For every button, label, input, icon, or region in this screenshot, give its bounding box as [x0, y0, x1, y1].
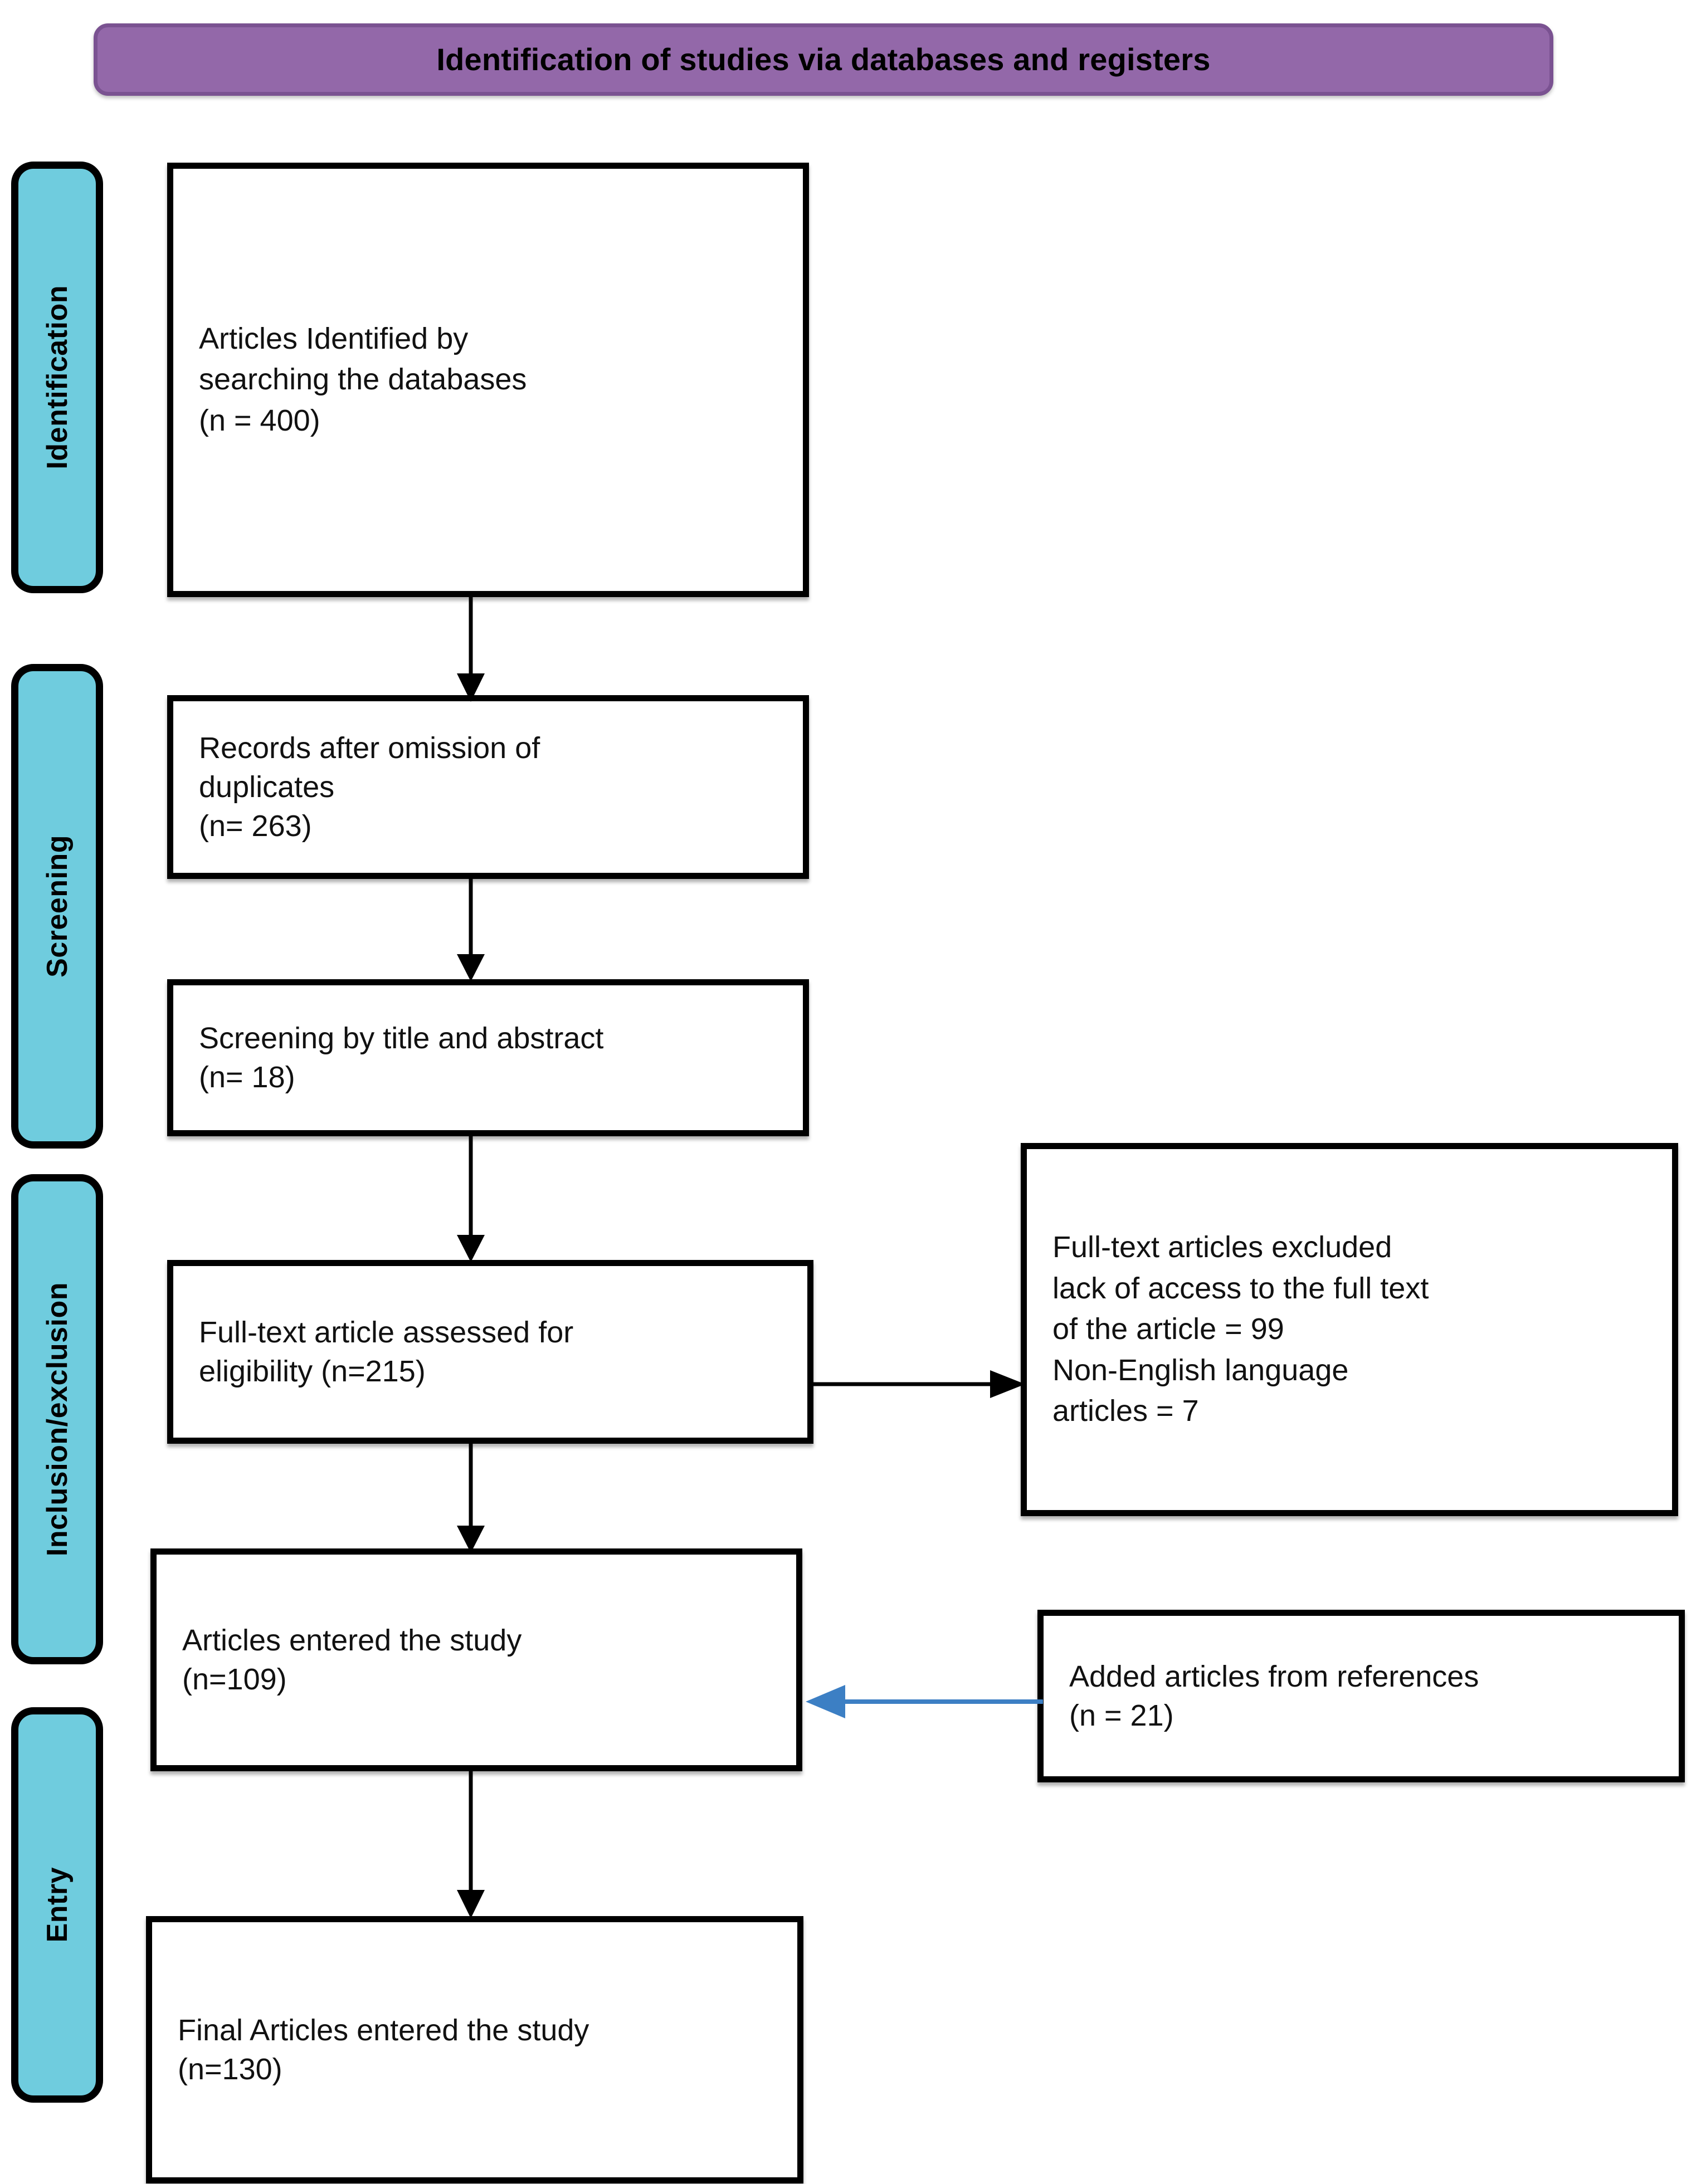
diagram-title-banner: Identification of studies via databases … — [94, 23, 1553, 96]
stage-pill-entry: Entry — [11, 1707, 103, 2103]
stage-label-inclusion-exclusion: Inclusion/exclusion — [41, 1282, 74, 1557]
flow-box-fulltext-excluded: Full-text articles excluded lack of acce… — [1021, 1143, 1678, 1516]
stage-label-screening: Screening — [41, 835, 74, 978]
flow-box-final-articles-entered-study: Final Articles entered the study (n=130) — [146, 1916, 803, 2183]
stage-label-identification: Identification — [41, 285, 74, 470]
flow-box-fulltext-eligibility-text: Full-text article assessed for eligibili… — [199, 1315, 574, 1388]
flow-box-added-articles-references: Added articles from references (n = 21) — [1037, 1610, 1685, 1782]
arrow-fulltext-to-entered-icon — [440, 1440, 501, 1555]
arrow-added-references-to-entered-icon — [798, 1671, 1043, 1732]
arrow-fulltext-to-excluded-icon — [809, 1354, 1030, 1415]
arrow-screening-to-fulltext-icon — [440, 1133, 501, 1264]
flow-box-articles-entered-study: Articles entered the study (n=109) — [150, 1548, 802, 1771]
flow-box-records-after-duplicates: Records after omission of duplicates (n=… — [167, 695, 809, 879]
flow-box-articles-identified-text: Articles Identified by searching the dat… — [199, 321, 527, 437]
flow-box-records-after-duplicates-text: Records after omission of duplicates (n=… — [199, 731, 540, 843]
arrow-identified-to-duplicates-icon — [440, 593, 501, 704]
flow-box-screening-title-abstract-text: Screening by title and abstract (n= 18) — [199, 1021, 604, 1094]
flow-box-fulltext-eligibility: Full-text article assessed for eligibili… — [167, 1260, 813, 1444]
stage-pill-inclusion-exclusion: Inclusion/exclusion — [11, 1174, 103, 1664]
flow-box-articles-identified: Articles Identified by searching the dat… — [167, 163, 809, 597]
stage-pill-identification: Identification — [11, 162, 103, 593]
flow-box-final-articles-entered-study-text: Final Articles entered the study (n=130) — [178, 2013, 589, 2086]
stage-label-entry: Entry — [41, 1867, 74, 1943]
arrow-duplicates-to-screening-icon — [440, 876, 501, 984]
flow-box-added-articles-references-text: Added articles from references (n = 21) — [1069, 1659, 1479, 1732]
arrow-entered-to-final-icon — [440, 1769, 501, 1921]
flow-box-screening-title-abstract: Screening by title and abstract (n= 18) — [167, 979, 809, 1136]
flow-box-articles-entered-study-text: Articles entered the study (n=109) — [182, 1623, 522, 1696]
stage-pill-screening: Screening — [11, 664, 103, 1149]
diagram-title-text: Identification of studies via databases … — [436, 42, 1211, 77]
flow-box-fulltext-excluded-text: Full-text articles excluded lack of acce… — [1052, 1230, 1429, 1428]
